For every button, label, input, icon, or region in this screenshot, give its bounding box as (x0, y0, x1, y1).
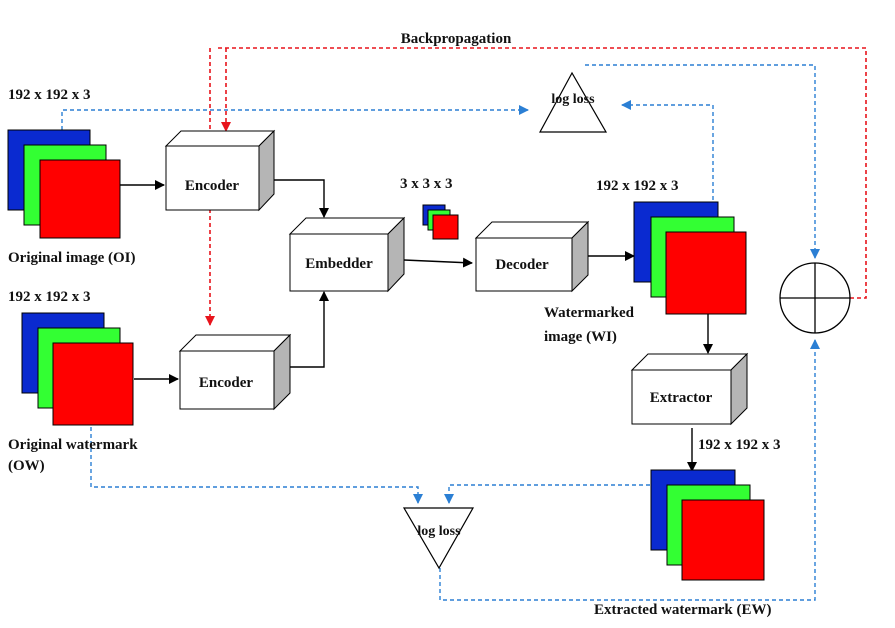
original-image-stack (7, 129, 121, 239)
encoder-top-block: Encoder (164, 129, 276, 212)
oi-label: Original image (OI) (8, 250, 136, 266)
top-log-loss-label: log loss (551, 92, 595, 107)
original-watermark-stack (21, 312, 134, 426)
ew-size-label: 192 x 192 x 3 (698, 437, 781, 453)
wi-size-label: 192 x 192 x 3 (596, 178, 679, 194)
embedder-label: Embedder (305, 256, 373, 272)
ew-label: Extracted watermark (EW) (594, 602, 771, 618)
latent-size-label: 3 x 3 x 3 (400, 176, 453, 192)
watermarked-image-stack (633, 201, 747, 315)
latent-stack (422, 204, 459, 240)
ow-label-line2: (OW) (8, 458, 45, 474)
extractor-block: Extractor (630, 352, 749, 426)
top-log-loss: log loss (538, 71, 608, 133)
wi-label-line2: image (WI) (544, 329, 617, 345)
loss-combiner-node (779, 262, 851, 334)
backpropagation-label: Backpropagation (401, 31, 512, 47)
encoder-bottom-block: Encoder (178, 333, 292, 411)
flow-arrows (120, 179, 713, 472)
embedder-block: Embedder (288, 216, 406, 293)
encoder-bottom-label: Encoder (199, 375, 254, 391)
ow-size-label: 192 x 192 x 3 (8, 289, 91, 305)
backprop-path (205, 47, 867, 326)
bottom-log-loss-label: log loss (417, 524, 461, 539)
wi-label-line1: Watermarked (544, 305, 635, 321)
extractor-label: Extractor (650, 390, 713, 406)
decoder-label: Decoder (495, 257, 549, 273)
ow-label-line1: Original watermark (8, 437, 138, 453)
encoder-top-label: Encoder (185, 178, 240, 194)
loss-paths (61, 64, 820, 601)
decoder-block: Decoder (474, 220, 590, 293)
extracted-watermark-stack (650, 469, 765, 581)
bottom-log-loss: log loss (402, 507, 475, 570)
oi-size-label: 192 x 192 x 3 (8, 87, 91, 103)
